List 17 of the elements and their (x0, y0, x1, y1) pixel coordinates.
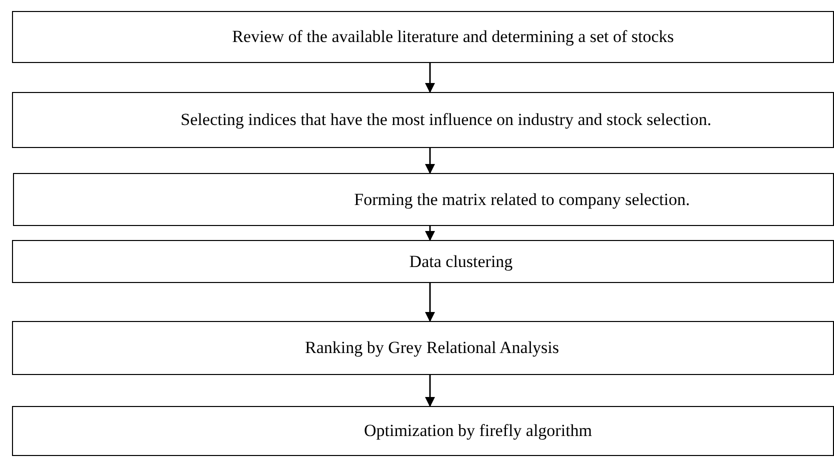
step-text: Optimization by firefly algorithm (364, 421, 592, 441)
process-box (12, 321, 834, 375)
arrow (425, 148, 435, 174)
process-box (13, 173, 834, 226)
process-box (12, 92, 834, 148)
step-text: Forming the matrix related to company selection. (354, 190, 690, 210)
arrow (425, 375, 435, 407)
step-text: Ranking by Grey Relational Analysis (304, 338, 560, 358)
arrow (425, 283, 435, 322)
process-box (12, 240, 834, 283)
process-box (12, 11, 834, 63)
step-text: Data clustering (409, 252, 513, 272)
process-box (12, 406, 834, 456)
step-text: Selecting indices that have the most influence on industry and stock selection. (180, 110, 712, 130)
arrow (425, 63, 435, 93)
arrow (425, 226, 435, 241)
step-text: Review of the available literature and determining a set of stocks (232, 27, 674, 47)
